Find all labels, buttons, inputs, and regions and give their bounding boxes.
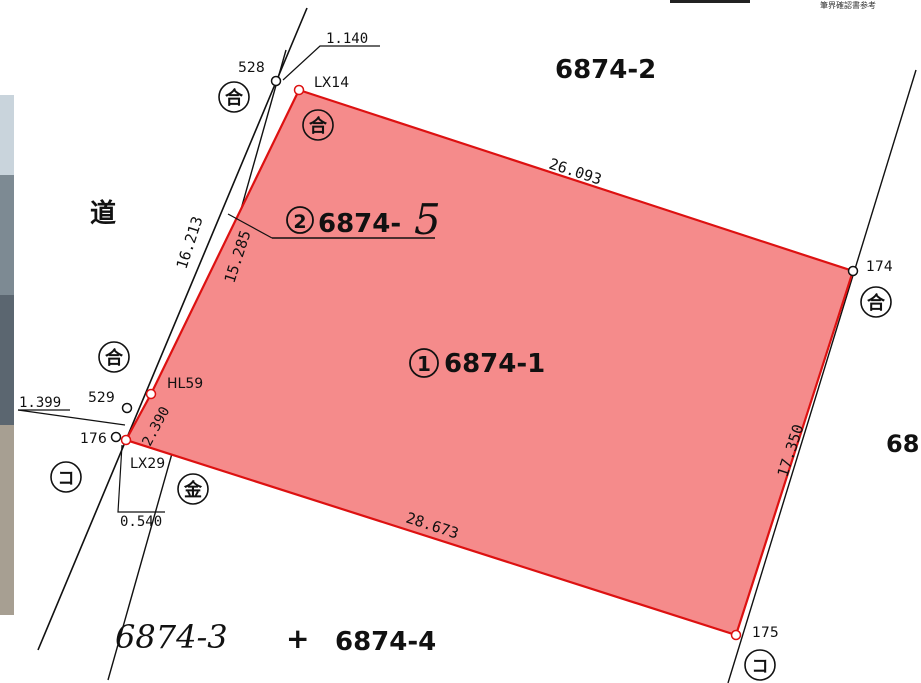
label-hl59: HL59 bbox=[167, 376, 203, 392]
marker-go-529-label: 合 bbox=[105, 347, 124, 369]
label-528: 528 bbox=[238, 60, 265, 76]
south-parcel-handwritten: 6874-3 bbox=[115, 618, 228, 656]
main-parcel-number: 1 bbox=[417, 352, 431, 376]
label-lx14: LX14 bbox=[314, 75, 349, 91]
circled-number-1 bbox=[409, 348, 439, 378]
marker-ko-176: コ bbox=[50, 461, 82, 493]
split-leader bbox=[227, 213, 273, 239]
road-label: 道 bbox=[90, 198, 116, 229]
south-parcel-print: 6874-4 bbox=[335, 627, 436, 657]
marker-ko-175-label: コ bbox=[752, 657, 769, 677]
marker-ko-175: コ bbox=[744, 649, 776, 681]
split-parcel-label: 6874- bbox=[318, 209, 401, 239]
south-parcel-plus: + bbox=[286, 622, 309, 655]
parcel-label-east-partial: 68 bbox=[886, 430, 919, 458]
east-boundary-line bbox=[727, 69, 917, 683]
label-lx29: LX29 bbox=[130, 456, 165, 472]
point-528 bbox=[270, 75, 282, 87]
dim-offset-left: 1.399 bbox=[19, 395, 61, 411]
photo-strip bbox=[0, 95, 14, 615]
marker-ko-176-label: コ bbox=[58, 469, 75, 489]
main-parcel-label: 6874-1 bbox=[444, 349, 545, 379]
road-line-outer bbox=[37, 7, 308, 651]
dim-offset-top: 1.140 bbox=[326, 31, 368, 47]
marker-go-174: 合 bbox=[860, 286, 892, 318]
marker-kin-lx29: 金 bbox=[177, 473, 209, 505]
clipped-label-top bbox=[670, 0, 750, 3]
leader-1399 bbox=[17, 409, 126, 426]
marker-go-lx14-label: 合 bbox=[309, 115, 328, 137]
point-lx29 bbox=[120, 434, 132, 446]
parcel-label-north: 6874-2 bbox=[555, 55, 656, 85]
marker-go-lx14: 合 bbox=[302, 109, 334, 141]
point-176 bbox=[110, 431, 122, 443]
marker-go-528: 合 bbox=[218, 81, 250, 113]
marker-go-528-label: 合 bbox=[225, 87, 244, 109]
marker-go-529: 合 bbox=[98, 341, 130, 373]
point-174 bbox=[847, 265, 859, 277]
dim-offset-bottom: 0.540 bbox=[120, 514, 162, 530]
circled-number-2 bbox=[286, 206, 314, 234]
label-176: 176 bbox=[80, 431, 107, 447]
label-529: 529 bbox=[88, 390, 115, 406]
marker-kin-lx29-label: 金 bbox=[183, 479, 203, 501]
parcel-6874-1[interactable] bbox=[124, 88, 855, 637]
point-175 bbox=[730, 629, 742, 641]
label-175: 175 bbox=[752, 625, 779, 641]
point-hl59 bbox=[145, 388, 157, 400]
leader-0540 bbox=[117, 444, 165, 513]
leader-1140 bbox=[282, 45, 380, 81]
split-parcel-number: 2 bbox=[293, 211, 306, 233]
marker-go-174-label: 合 bbox=[867, 292, 886, 314]
point-529 bbox=[121, 402, 133, 414]
point-lx14 bbox=[293, 84, 305, 96]
split-parcel-handwritten: 5 bbox=[414, 195, 441, 244]
corner-note: 筆界確認書参考 bbox=[820, 0, 876, 10]
dim-west-outer: 16.213 bbox=[173, 214, 207, 271]
point-markers bbox=[110, 75, 859, 641]
label-174: 174 bbox=[866, 259, 893, 275]
